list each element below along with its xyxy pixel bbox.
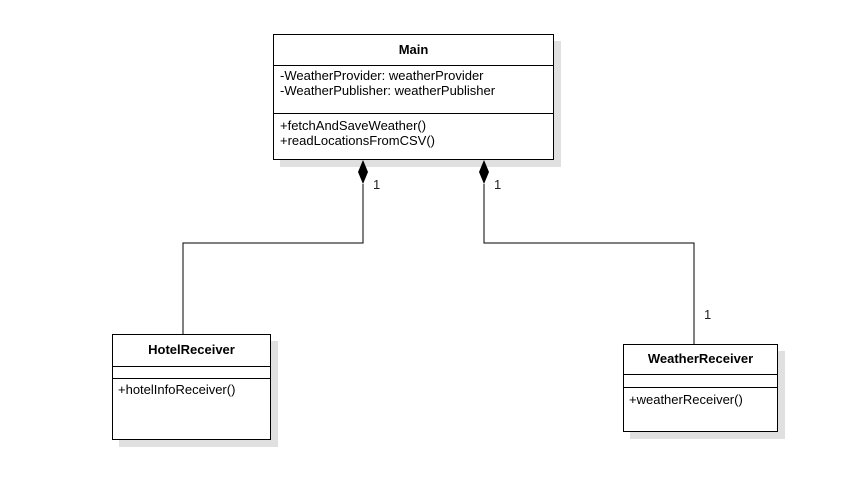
- methods-section: +weatherReceiver(): [624, 388, 777, 407]
- method: +hotelInfoReceiver(): [118, 382, 236, 397]
- composition-edge-weather: [483, 184, 695, 344]
- class-weather-receiver[interactable]: WeatherReceiver +weatherReceiver(): [623, 344, 778, 432]
- attribute: -WeatherPublisher: weatherPublisher: [280, 83, 496, 98]
- methods-section: +fetchAndSaveWeather() +readLocationsFro…: [274, 114, 553, 148]
- method: +fetchAndSaveWeather(): [280, 118, 427, 133]
- composition-diamond-hotel: [358, 160, 368, 184]
- method: +weatherReceiver(): [629, 392, 743, 407]
- methods-section: +hotelInfoReceiver(): [113, 379, 270, 397]
- composition-edge-hotel: [182, 184, 364, 334]
- multiplicity-label: 1: [494, 177, 502, 192]
- multiplicity-label: 1: [704, 307, 712, 322]
- class-hotel-receiver[interactable]: HotelReceiver +hotelInfoReceiver(): [112, 334, 271, 440]
- attributes-section: [624, 375, 777, 388]
- multiplicity-label: 1: [373, 177, 381, 192]
- class-title: HotelReceiver: [113, 335, 270, 367]
- class-main[interactable]: Main -WeatherProvider: weatherProvider -…: [273, 34, 554, 160]
- attributes-section: [113, 367, 270, 379]
- class-title: WeatherReceiver: [624, 345, 777, 375]
- composition-diamond-weather: [479, 160, 489, 184]
- method: +readLocationsFromCSV(): [280, 133, 435, 148]
- attribute: -WeatherProvider: weatherProvider: [280, 68, 484, 83]
- attributes-section: -WeatherProvider: weatherProvider -Weath…: [274, 66, 553, 114]
- class-title: Main: [274, 35, 553, 66]
